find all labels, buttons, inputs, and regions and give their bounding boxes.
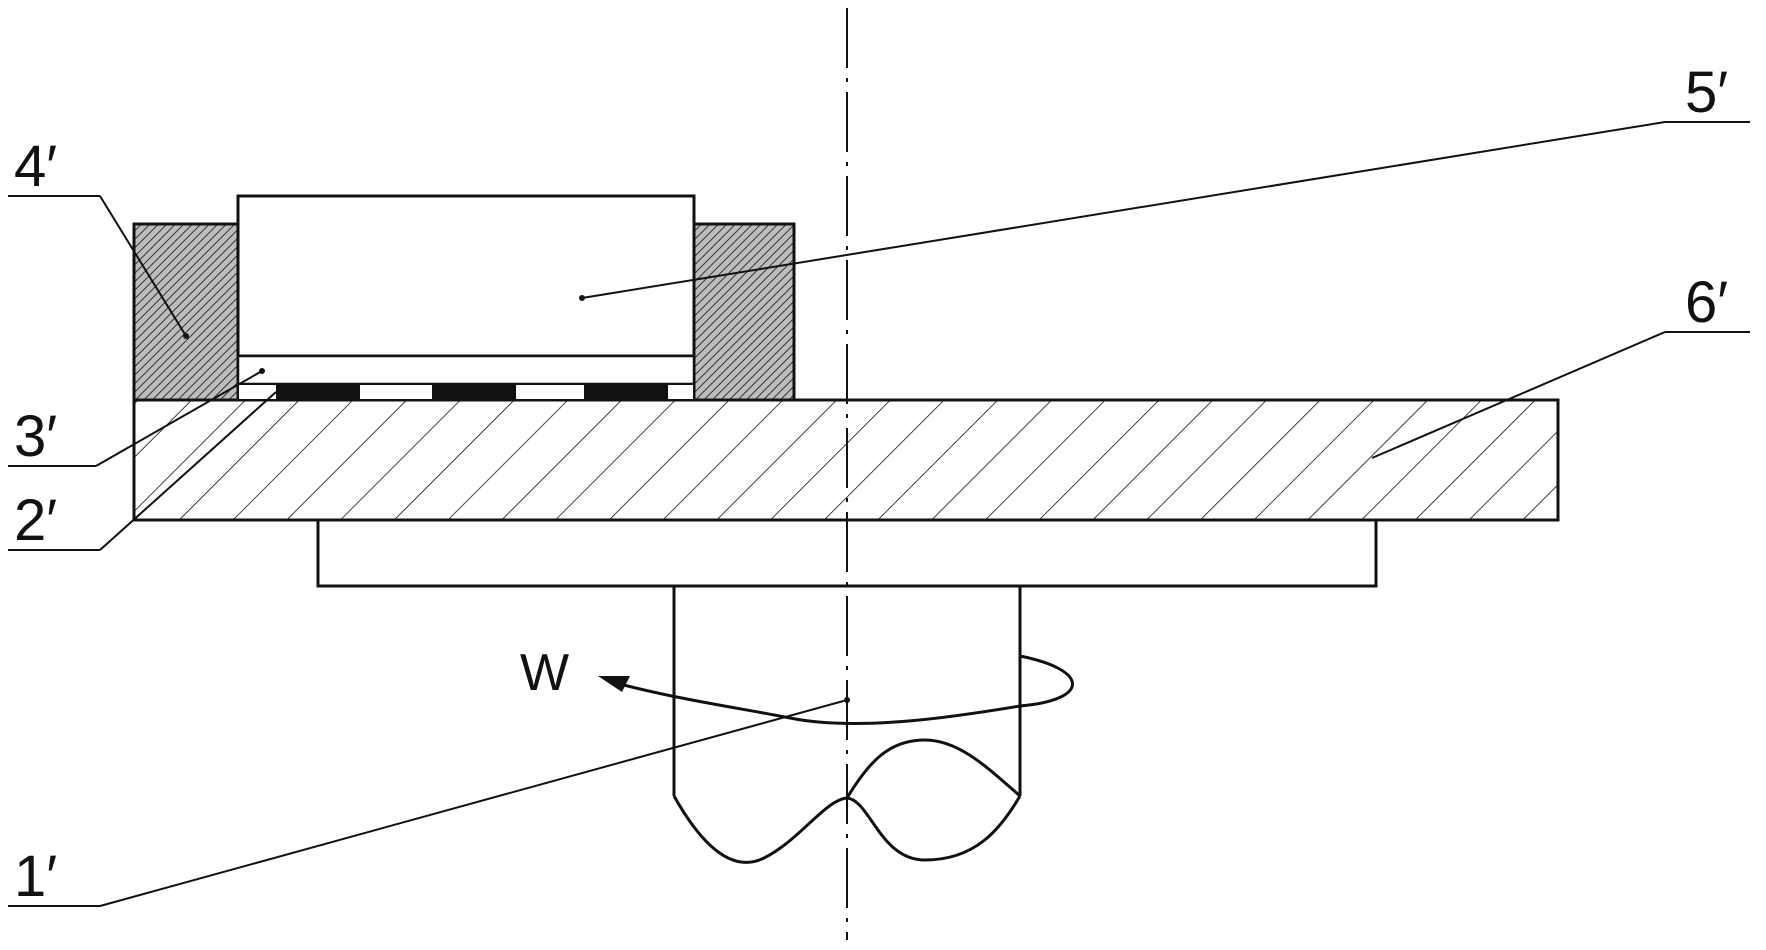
rotation-arrow xyxy=(612,656,1073,723)
label-3: 3′ xyxy=(14,404,57,469)
clamp-right xyxy=(694,224,794,400)
thin-layer xyxy=(238,356,694,384)
rotation-label: W xyxy=(520,644,569,702)
label-2: 2′ xyxy=(14,488,57,553)
pad xyxy=(584,384,668,400)
label-1: 1′ xyxy=(14,844,57,909)
pad xyxy=(432,384,516,400)
block xyxy=(238,196,694,356)
label-5: 5′ xyxy=(1685,60,1728,125)
pad xyxy=(276,384,360,400)
leader-5 xyxy=(582,122,1665,298)
leader-1 xyxy=(100,700,847,906)
clamp-left xyxy=(134,224,238,400)
arrow-head xyxy=(598,676,630,692)
label-4: 4′ xyxy=(14,134,57,199)
label-6: 6′ xyxy=(1685,270,1728,335)
